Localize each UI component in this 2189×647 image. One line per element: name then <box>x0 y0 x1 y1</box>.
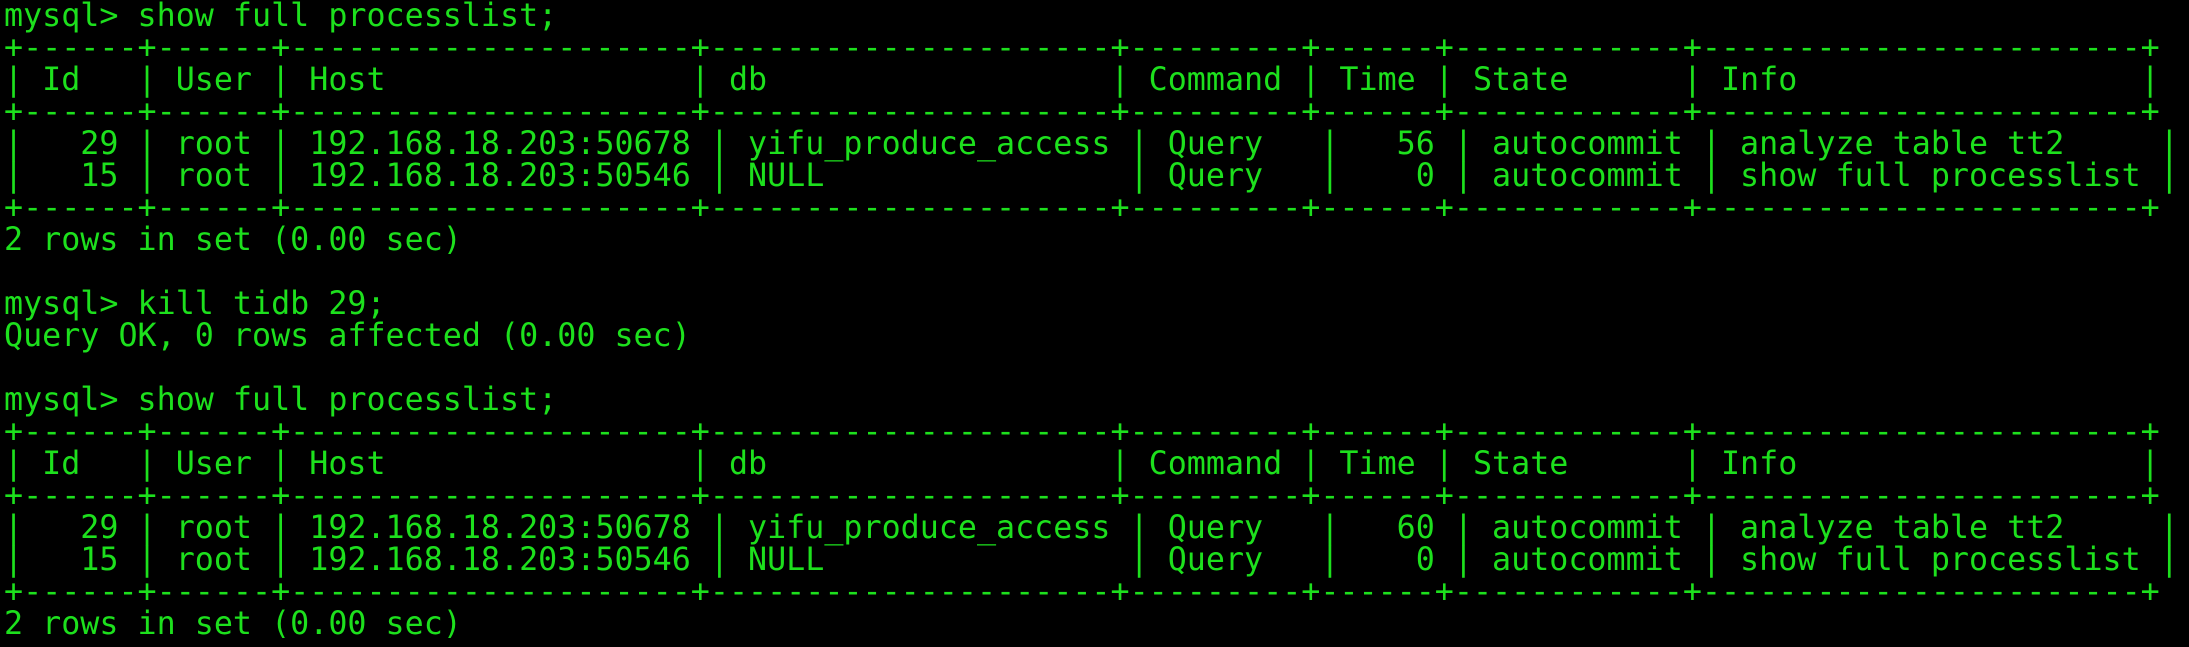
command-line: mysql> show full processlist; <box>4 0 558 34</box>
table-header-row: | Id | User | Host | db | Command | Time… <box>4 62 2160 98</box>
table-header-row: | Id | User | Host | db | Command | Time… <box>4 446 2160 482</box>
table-row: | 15 | root | 192.168.18.203:50546 | NUL… <box>4 542 2179 578</box>
table-border: +------+------+---------------------+---… <box>4 190 2160 226</box>
table-border: +------+------+---------------------+---… <box>4 414 2160 450</box>
table-row: | 29 | root | 192.168.18.203:50678 | yif… <box>4 510 2179 546</box>
blank-line <box>4 256 2184 288</box>
command-line: mysql> show full processlist; <box>4 382 558 418</box>
terminal-window[interactable]: mysql> show full processlist; +------+--… <box>4 0 2184 647</box>
result-summary: Query OK, 0 rows affected (0.00 sec) <box>4 318 691 354</box>
blank-line <box>4 352 2184 384</box>
table-border: +------+------+---------------------+---… <box>4 30 2160 66</box>
result-summary: 2 rows in set (0.00 sec) <box>4 222 462 258</box>
table-border: +------+------+---------------------+---… <box>4 94 2160 130</box>
table-border: +------+------+---------------------+---… <box>4 574 2160 610</box>
result-summary: 2 rows in set (0.00 sec) <box>4 606 462 642</box>
table-border: +------+------+---------------------+---… <box>4 478 2160 514</box>
command-line: mysql> kill tidb 29; <box>4 286 386 322</box>
table-row: | 29 | root | 192.168.18.203:50678 | yif… <box>4 126 2179 162</box>
table-row: | 15 | root | 192.168.18.203:50546 | NUL… <box>4 158 2179 194</box>
